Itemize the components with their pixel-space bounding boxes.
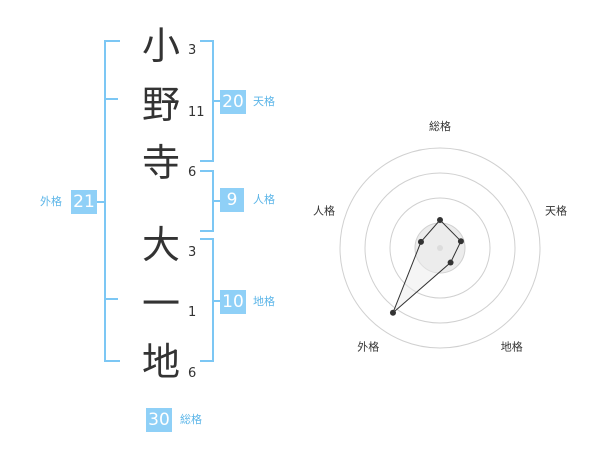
soukaku-label: 総格 [180, 413, 202, 426]
surname-char-2: 野 [141, 83, 180, 127]
radar-axis-label-3: 外格 [357, 340, 379, 354]
stroke-count-4: 3 [188, 245, 197, 260]
radar-point-4 [417, 238, 424, 245]
radar-polygon [392, 219, 462, 314]
surname-char-3: 寺 [141, 141, 180, 185]
radar-point-2 [447, 259, 454, 266]
radar-axis-label-0: 総格 [429, 119, 451, 133]
tenkaku-connector [212, 100, 220, 102]
radar-point-3 [389, 309, 396, 316]
stroke-count-2: 11 [188, 105, 205, 120]
radar-ring-2 [389, 197, 491, 299]
gaikaku-connector [94, 201, 104, 203]
given-char-1: 大 [141, 223, 180, 267]
given-char-3: 地 [141, 340, 180, 384]
chikaku-value: 10 [220, 290, 246, 314]
gaikaku-value: 21 [71, 190, 97, 214]
radar-ring-4 [339, 147, 541, 349]
surname-char-1: 小 [141, 24, 180, 68]
jinkaku-connector [212, 200, 220, 202]
stroke-count-3: 6 [188, 165, 197, 180]
gaikaku-label: 外格 [40, 195, 62, 208]
jinkaku-value: 9 [220, 188, 244, 212]
gaikaku-tick-2 [104, 298, 118, 300]
stroke-count-5: 1 [188, 305, 197, 320]
radar-point-1 [457, 238, 464, 245]
stroke-count-1: 3 [188, 43, 197, 58]
radar-axis-label-1: 天格 [545, 203, 567, 217]
soukaku-value: 30 [146, 408, 172, 432]
radar-point-0 [437, 217, 443, 223]
chikaku-connector [212, 300, 220, 302]
radar-axis-label-4: 人格 [313, 203, 335, 217]
given-char-2: 一 [141, 282, 180, 326]
jinkaku-label: 人格 [253, 193, 275, 206]
radar-axis-label-2: 地格 [501, 340, 523, 354]
tenkaku-label: 天格 [253, 95, 275, 108]
chikaku-label: 地格 [253, 295, 275, 308]
radar-ring-3 [364, 172, 516, 324]
tenkaku-value: 20 [220, 90, 246, 114]
stroke-count-6: 6 [188, 366, 197, 381]
gaikaku-tick-1 [104, 98, 118, 100]
gaikaku-bracket [104, 40, 120, 362]
